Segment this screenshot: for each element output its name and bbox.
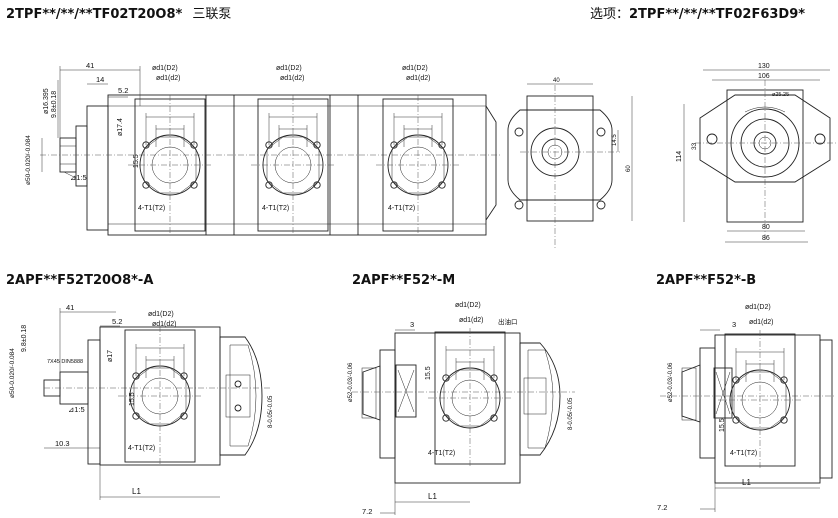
triple-port2-thread: 4-T1(T2) bbox=[262, 205, 289, 212]
triple-dim-14: 14 bbox=[96, 75, 104, 84]
pump-m-thread: 4-T1(T2) bbox=[428, 450, 455, 457]
triple-taper: ⊿1:5 bbox=[70, 173, 87, 182]
pump-m-dim-3: 3 bbox=[410, 320, 414, 329]
pump-m-drawing: 3 ød1(D2) ød1(d2) 出油口 15.5 ø52-0.03/-0.0… bbox=[348, 302, 575, 516]
triple-dim-52: 5.2 bbox=[118, 86, 128, 95]
pump-b-d2: ød1(d2) bbox=[749, 319, 774, 326]
option-dim-25: ø25.25 bbox=[772, 92, 789, 98]
triple-shaft-len: 9.8±0.18 bbox=[51, 91, 58, 118]
pump-a-pilot: ø17 bbox=[107, 350, 114, 362]
pump-b-thread: 4-T1(T2) bbox=[730, 450, 757, 457]
pump-a-dim-103: 10.3 bbox=[55, 439, 70, 448]
pump-a-drawing: 41 5.2 9.8±0.18 ø50-0.020/-0.084 7X45 DI… bbox=[9, 303, 274, 500]
option-dim-114: 114 bbox=[676, 151, 683, 162]
front-dim-60: 60 bbox=[626, 165, 632, 172]
option-model: 2TPF**/**/**TF02F63D9* bbox=[629, 7, 806, 22]
triple-pilot: ø17.4 bbox=[117, 118, 124, 136]
pump-a-side: 8-0.05/-0.05 bbox=[268, 395, 274, 428]
pump-a-taper: ⊿1:5 bbox=[68, 405, 85, 414]
triple-port1-thread: 4-T1(T2) bbox=[138, 205, 165, 212]
pump-a-len: L1 bbox=[132, 487, 141, 496]
pump-a-d2: ød1(d2) bbox=[152, 321, 177, 328]
pump-m-left: ø52-0.03/-0.06 bbox=[348, 362, 354, 402]
triple-shaft-dia: ø16.395 bbox=[43, 88, 50, 114]
triple-port3-thread: 4-T1(T2) bbox=[388, 205, 415, 212]
pump-b-dim-155: 15.5 bbox=[719, 418, 726, 432]
pump-a-dim-155: 15.5 bbox=[129, 392, 136, 406]
option-label: 选项： bbox=[590, 7, 630, 22]
option-view-drawing: 130 106 ø25.25 114 33 80 86 bbox=[676, 63, 836, 243]
triple-dim-41: 41 bbox=[86, 61, 94, 70]
pump-m-len: L1 bbox=[428, 492, 437, 501]
pump-a-d1: ød1(D2) bbox=[148, 311, 174, 318]
triple-port1-d2: ød1(d2) bbox=[156, 75, 181, 82]
pump-b-dim-3: 3 bbox=[732, 320, 736, 329]
pump-b-drawing: 3 ød1(D2) ød1(d2) 15.5 ø52-0.03/-0.06 4-… bbox=[657, 304, 836, 512]
front-view-drawing: 40 14.5 60 bbox=[507, 78, 633, 250]
pump-a-shaft-len: 9.8±0.18 bbox=[21, 325, 28, 352]
pump-b-len: L1 bbox=[742, 478, 751, 487]
triple-pump-header: 2TPF**/**/**TF02T20O8* 三联泵 bbox=[6, 3, 231, 22]
triple-pump-desc: 三联泵 bbox=[192, 7, 232, 22]
triple-port2-d1: ød1(D2) bbox=[276, 65, 302, 72]
pump-a-thread: 4-T1(T2) bbox=[128, 445, 155, 452]
triple-pump-model: 2TPF**/**/**TF02T20O8* bbox=[6, 7, 183, 22]
pump-b-left: ø52-0.03/-0.06 bbox=[668, 362, 674, 402]
model-a-header: 2APF**F52T20O8*-A bbox=[6, 273, 154, 288]
option-dim-80: 80 bbox=[762, 224, 770, 231]
pump-b-d1: ød1(D2) bbox=[745, 304, 771, 311]
front-dim-40: 40 bbox=[553, 78, 560, 84]
pump-a-spline: 7X45 DIN5888 bbox=[47, 359, 83, 365]
pump-m-d2: ød1(d2) bbox=[459, 317, 484, 324]
model-b-header: 2APF**F52*-B bbox=[656, 273, 757, 288]
front-dim-145: 14.5 bbox=[612, 134, 618, 146]
triple-port3-d1: ød1(D2) bbox=[402, 65, 428, 72]
pump-m-d1: ød1(D2) bbox=[455, 302, 481, 309]
pump-m-dim-72: 7.2 bbox=[362, 507, 372, 516]
option-header: 选项：2TPF**/**/**TF02F63D9* bbox=[590, 3, 805, 22]
triple-flange: ø50-0.020/-0.084 bbox=[25, 135, 32, 185]
pump-m-dim-155: 15.5 bbox=[425, 366, 432, 380]
triple-dim-155: 15.5 bbox=[133, 154, 140, 168]
pump-m-side: 8-0.05/-0.05 bbox=[568, 397, 574, 430]
pump-a-flange: ø50-0.020/-0.084 bbox=[9, 348, 16, 398]
triple-port1-d1: ød1(D2) bbox=[152, 65, 178, 72]
triple-port2-d2: ød1(d2) bbox=[280, 75, 305, 82]
option-dim-33: 33 bbox=[691, 142, 698, 150]
triple-pump-drawing: 41 14 5.2 ø50-0.020/-0.084 9.8±0.18 ø16.… bbox=[25, 61, 500, 236]
pump-b-dim-72: 7.2 bbox=[657, 503, 667, 512]
option-dim-86: 86 bbox=[762, 235, 770, 242]
pump-a-dim-41: 41 bbox=[66, 303, 74, 312]
pump-m-outlet: 出油口 bbox=[498, 317, 518, 326]
pump-a-dim-52: 5.2 bbox=[112, 317, 122, 326]
option-dim-130: 130 bbox=[758, 63, 770, 70]
model-m-header: 2APF**F52*-M bbox=[352, 273, 456, 288]
option-dim-106: 106 bbox=[758, 73, 770, 80]
triple-port3-d2: ød1(d2) bbox=[406, 75, 431, 82]
